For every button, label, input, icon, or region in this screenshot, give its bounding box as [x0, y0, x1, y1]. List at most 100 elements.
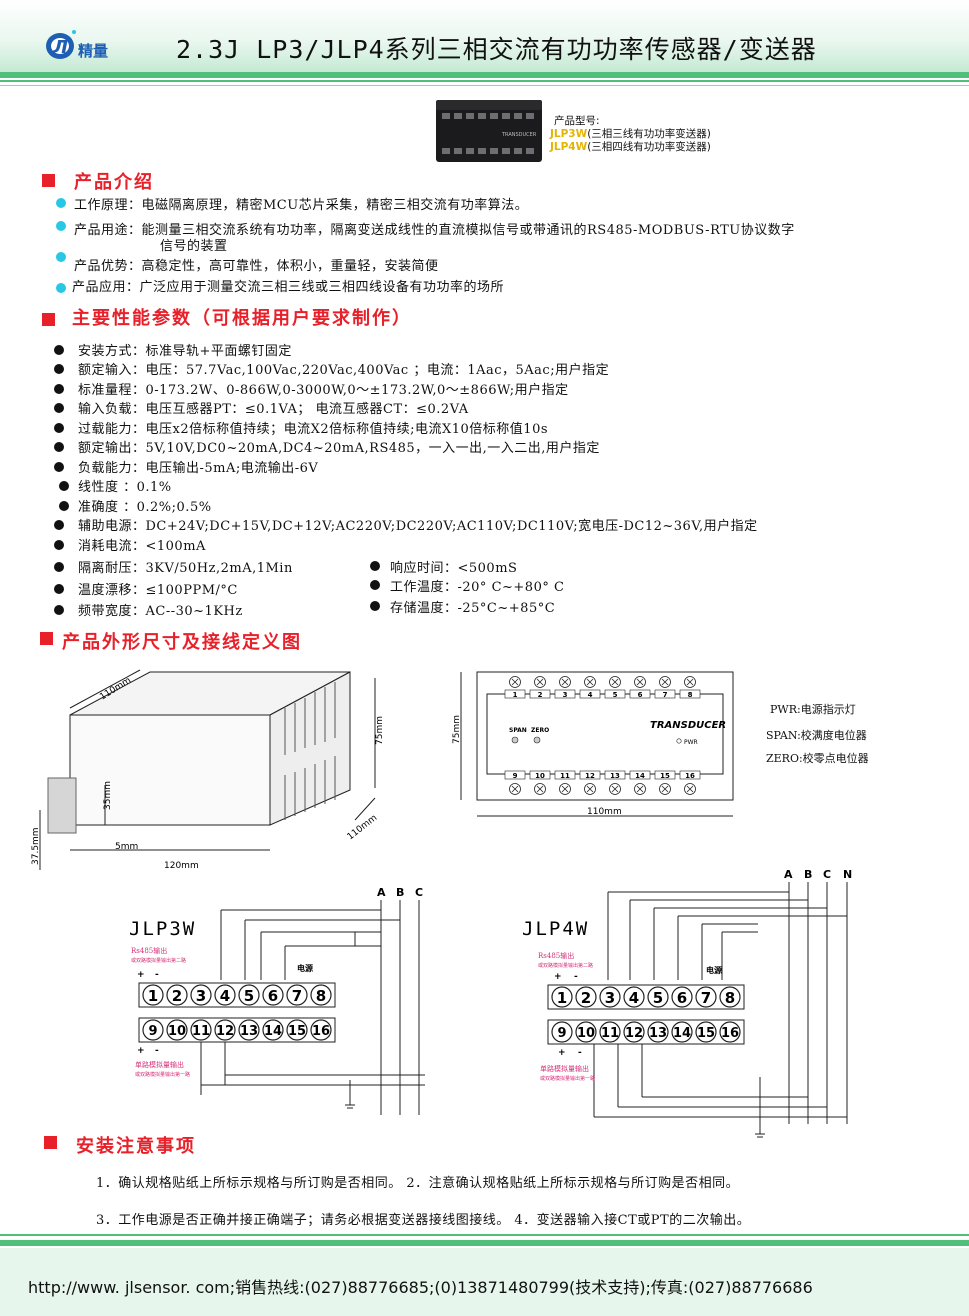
- bullet-icon: [54, 584, 64, 594]
- param-item: 额定输出：5V,10V,DC0~20mA,DC4~20mA,RS485，一入一出…: [78, 441, 600, 456]
- param-item-right: 工作温度：-20° C~+80° C: [390, 580, 565, 595]
- minus-sign: -: [155, 1046, 159, 1056]
- bullet-icon: [54, 403, 64, 413]
- phase-b: B: [804, 868, 812, 881]
- terminal-icon: [623, 986, 645, 1008]
- footer-band: [0, 1234, 969, 1316]
- dim-120mm: 120mm: [164, 861, 199, 871]
- terminal-icon: [719, 1021, 741, 1043]
- legend-zero: ZERO:校零点电位器: [766, 752, 869, 765]
- phase-a: A: [784, 868, 793, 881]
- bullet-icon: [54, 462, 64, 472]
- model-jlp4w: JLP4W(三相四线有功功率变送器): [550, 141, 711, 153]
- param-item: 标准量程：0-173.2W、0-866W,0-3000W,0～±173.2W,0…: [78, 383, 569, 398]
- terminal-icon: [623, 1021, 645, 1043]
- terminal-icon: [190, 984, 212, 1006]
- bullet-icon: [56, 198, 66, 208]
- bullet-icon: [54, 423, 64, 433]
- intro-item: 产品用途：能测量三相交流系统有功功率，隔离变送成线性的直流模拟信号或带通讯的RS…: [74, 223, 795, 238]
- bullet-icon: [370, 561, 380, 571]
- note-line: 3．工作电源是否正确并接正确端子；请务必根据变送器接线图接线。 4．变送器输入接…: [96, 1213, 751, 1228]
- terminal-icon: [238, 984, 260, 1006]
- terminal-screw-icon: [534, 783, 546, 795]
- terminal-icon: [142, 984, 164, 1006]
- bullet-icon: [54, 442, 64, 452]
- intro-item: 工作原理：电磁隔离原理，精密MCU芯片采集，精密三相交流有功率算法。: [74, 198, 529, 213]
- terminal-icon: [575, 1021, 597, 1043]
- minus-sign: -: [574, 972, 578, 982]
- terminal-number: 12: [216, 1024, 234, 1039]
- terminal-number: 4: [588, 691, 593, 699]
- terminal-screw-icon: [559, 676, 571, 688]
- terminal-number: 2: [581, 989, 591, 1007]
- contact-info: http://www. jlsensor. com;销售热线:(027)8877…: [28, 1278, 813, 1297]
- terminal-number: 2: [538, 691, 543, 699]
- terminal-number: 1: [513, 691, 518, 699]
- param-item: 线性度 ：0.1%: [78, 480, 172, 495]
- terminal-icon: [671, 1021, 693, 1043]
- rs485-label: Rs485输出: [131, 946, 167, 955]
- terminal-number: 9: [557, 1026, 566, 1041]
- single-out-sub: 或双路模拟量输出第一路: [540, 1075, 595, 1082]
- param-item: 温度漂移：≤100PPM/°C: [78, 583, 238, 598]
- param-item: 额定输入：电压：57.7Vac,100Vac,220Vac,400Vac ；电流…: [78, 363, 610, 378]
- terminal-number: 10: [168, 1024, 186, 1039]
- terminal-number: 13: [240, 1024, 258, 1039]
- param-item-right: 响应时间：<500mS: [390, 561, 518, 576]
- terminal-icon: [286, 984, 308, 1006]
- terminal-number: 12: [585, 772, 595, 780]
- terminal-number: 1: [557, 989, 567, 1007]
- phase-c: C: [415, 886, 423, 899]
- dim-110mm-side: 110mm: [346, 813, 380, 842]
- single-out-label: 单路模拟量输出: [540, 1064, 589, 1073]
- phase-n: N: [843, 868, 852, 881]
- device-label: TRANSDUCER: [501, 132, 537, 138]
- legend-span: SPAN:校满度电位器: [766, 729, 867, 742]
- terminal-icon: [286, 1019, 308, 1041]
- bullet-icon: [370, 601, 380, 611]
- page-title: 2.3J LP3/JLP4系列三相交流有功功率传感器/变送器: [176, 35, 817, 64]
- terminal-icon: [310, 984, 332, 1006]
- legend-pwr: PWR:电源指示灯: [770, 703, 856, 716]
- intro-item: 产品应用：广泛应用于测量交流三相三线或三相四线设备有功功率的场所: [72, 280, 505, 295]
- dim-75mm: 75mm: [375, 716, 385, 745]
- terminal-icon: [551, 986, 573, 1008]
- param-item: 准确度 ：0.2%;0.5%: [78, 500, 212, 515]
- power-label: 电源: [706, 965, 722, 975]
- param-item: 过载能力：电压x2倍标称值持续；电流X2倍标称值持续;电流X10倍标称值10s: [78, 422, 549, 437]
- model-jlp3w: JLP3W(三相三线有功功率变送器): [550, 128, 711, 140]
- dim-75mm-front: 75mm: [452, 715, 462, 744]
- terminal-number: 15: [660, 772, 670, 780]
- terminal-icon: [142, 1019, 164, 1041]
- terminal-icon: [551, 1021, 573, 1043]
- terminal-number: 6: [638, 691, 643, 699]
- terminal-number: 13: [610, 772, 620, 780]
- terminal-number: 8: [316, 987, 326, 1005]
- section-title-dims: 产品外形尺寸及接线定义图: [62, 632, 302, 653]
- dimension-drawing-3d: 110mm 75mm 35mm 37.5mm 5mm 120mm 110mm: [31, 669, 385, 871]
- terminal-screw-icon: [609, 676, 621, 688]
- bullet-icon: [56, 283, 66, 293]
- product-model-label: 产品型号:: [554, 115, 600, 127]
- param-item: 安装方式：标准导轨+平面螺钉固定: [78, 344, 292, 359]
- bullet-icon: [56, 252, 66, 262]
- terminal-screw-icon: [659, 783, 671, 795]
- bullet-icon: [54, 605, 64, 615]
- bullet-icon: [370, 580, 380, 590]
- terminal-number: 7: [701, 989, 711, 1007]
- section-marker: [44, 1136, 57, 1149]
- section-marker: [42, 313, 55, 326]
- param-item: 消耗电流：<100mA: [78, 539, 206, 554]
- section-marker: [40, 632, 53, 645]
- terminal-icon: [647, 1021, 669, 1043]
- terminal-number: 3: [196, 987, 206, 1005]
- product-image: TRANSDUCER: [436, 100, 542, 162]
- intro-item: 信号的装置: [160, 239, 228, 254]
- terminal-number: 16: [721, 1026, 739, 1041]
- plus-sign: +: [554, 972, 562, 982]
- terminal-screw-icon: [584, 676, 596, 688]
- terminal-icon: [695, 986, 717, 1008]
- terminal-icon: [599, 986, 621, 1008]
- rs485-sub: 或双路模拟量输出第二路: [131, 957, 186, 964]
- terminal-icon: [310, 1019, 332, 1041]
